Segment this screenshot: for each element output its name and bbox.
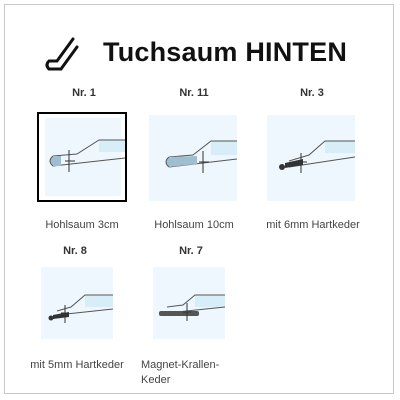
option-number: Nr. 11 bbox=[179, 87, 209, 99]
option-thumb-hohlsaum-3cm[interactable] bbox=[37, 112, 127, 202]
hem-fold-icon bbox=[45, 37, 79, 71]
option-number: Nr. 7 bbox=[179, 245, 203, 257]
option-number: Nr. 1 bbox=[72, 87, 96, 99]
option-thumb-magnet-krallen-keder[interactable] bbox=[153, 267, 225, 339]
option-label: mit 6mm Hartkeder bbox=[266, 219, 360, 231]
option-thumb-hohlsaum-10cm[interactable] bbox=[149, 115, 237, 201]
option-label: Hohlsaum 10cm bbox=[154, 219, 234, 231]
hard-piping-6mm-icon bbox=[267, 115, 355, 201]
option-panel: Tuchsaum HINTEN Nr. 1 Hohlsaum 3cm Nr. 1… bbox=[4, 4, 394, 394]
hollow-hem-icon bbox=[39, 114, 125, 200]
page-title: Tuchsaum HINTEN bbox=[103, 37, 348, 67]
hollow-hem-long-icon bbox=[149, 115, 237, 201]
magnet-claw-piping-icon bbox=[153, 267, 225, 339]
option-label: Magnet-Krallen-Keder bbox=[141, 359, 220, 386]
option-label: mit 5mm Hartkeder bbox=[30, 359, 124, 371]
hard-piping-5mm-icon bbox=[41, 267, 113, 339]
option-number: Nr. 8 bbox=[63, 245, 87, 257]
option-number: Nr. 3 bbox=[300, 87, 324, 99]
option-thumb-hartkeder-6mm[interactable] bbox=[267, 115, 355, 201]
option-label: Hohlsaum 3cm bbox=[45, 219, 119, 231]
option-thumb-hartkeder-5mm[interactable] bbox=[41, 267, 113, 339]
